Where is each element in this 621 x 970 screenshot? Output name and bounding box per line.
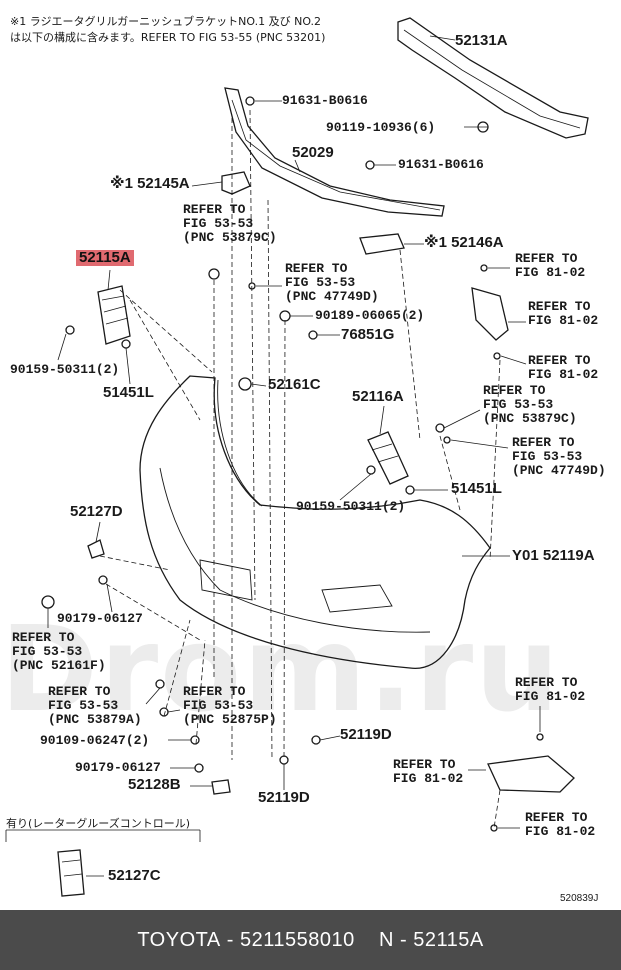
label-90159-50311-b[interactable]: 90159-50311(2) (296, 499, 406, 514)
option-label: 有り(レーターグルーズコントロール) (6, 817, 191, 830)
diagram-drawing (5, 17, 589, 897)
label-52116a[interactable]: 52116A (352, 388, 404, 405)
label-52119d-a[interactable]: 52119D (340, 726, 392, 743)
label-52119d-b[interactable]: 52119D (258, 789, 310, 806)
footer-part-number[interactable]: 5211558010 (240, 928, 355, 951)
label-52029[interactable]: 52029 (292, 144, 334, 161)
bracket-52145a-shape (221, 171, 251, 195)
footer-bar: TOYOTA - 5211558010 N - 52115A (0, 910, 621, 970)
label-ref-53879a[interactable]: REFER TO FIG 53-53 (PNC 53879A) (48, 684, 142, 727)
label-76851g[interactable]: 76851G (341, 326, 395, 343)
label-ref-81-02-e[interactable]: REFER TO FIG 81-02 (393, 757, 464, 786)
header-note: ※1 ラジエータグリルガーニッシュブラケットNO.1 及び NO.2 は以下の構… (10, 14, 325, 46)
header-note-line1: ※1 ラジエータグリルガーニッシュブラケットNO.1 及び NO.2 (10, 15, 322, 28)
bracket-52146a-shape (359, 233, 405, 255)
fastener-52116-b (443, 436, 451, 444)
bracket-52115a-shape (97, 285, 131, 345)
label-90179-06127-a[interactable]: 90179-06127 (57, 611, 143, 626)
label-ref-52161f[interactable]: REFER TO FIG 53-53 (PNC 52161F) (12, 630, 106, 673)
label-ref-81-02-f[interactable]: REFER TO FIG 81-02 (525, 810, 596, 839)
fastener-52119d-a (311, 735, 321, 745)
label-y01-52119a[interactable]: Y01 52119A (512, 547, 595, 564)
fastener-90159-a (65, 325, 75, 335)
footer-brand: TOYOTA (137, 928, 221, 951)
part-52128b-shape (211, 779, 231, 795)
label-91631-b0616-a[interactable]: 91631-B0616 (282, 93, 368, 108)
label-ref-53879c-b[interactable]: REFER TO FIG 53-53 (PNC 53879C) (483, 383, 577, 426)
label-51451l-a[interactable]: 51451L (103, 384, 154, 401)
label-91631-b0616-b[interactable]: 91631-B0616 (398, 157, 484, 172)
fog-lamp-upper-shape (471, 287, 509, 341)
fastener-90109 (190, 735, 200, 745)
fastener-lower-lamp-b (490, 824, 498, 832)
fastener-90159-b (366, 465, 376, 475)
fastener-90179-b (194, 763, 204, 773)
retainer-52029-shape (224, 87, 445, 217)
footer-separator: - (220, 928, 240, 951)
fastener-lower-lamp-a (536, 733, 544, 741)
label-ref-81-02-b[interactable]: REFER TO FIG 81-02 (528, 299, 599, 328)
label-52115a[interactable]: 52115A (76, 250, 134, 266)
fastener-90189 (279, 310, 291, 322)
label-ref-81-02-d[interactable]: REFER TO FIG 81-02 (515, 675, 586, 704)
part-52127c-shape (57, 849, 85, 897)
part-52127d-shape (87, 539, 105, 559)
fastener-76851g (308, 330, 318, 340)
fastener-90179-a (98, 575, 108, 585)
label-51451l-b[interactable]: 51451L (451, 480, 502, 497)
fastener-52116-a (435, 423, 445, 433)
label-90119-10936[interactable]: 90119-10936(6) (326, 120, 436, 135)
label-52127c[interactable]: 52127C (108, 867, 161, 884)
fastener-91631-b (365, 160, 375, 170)
fastener-51451l-a (121, 339, 131, 349)
label-ref-53879c-a[interactable]: REFER TO FIG 53-53 (PNC 53879C) (183, 202, 277, 245)
reinforcement-52131a-shape (397, 17, 589, 139)
label-90189-06065[interactable]: 90189-06065(2) (315, 308, 425, 323)
fastener-53879a (155, 679, 165, 689)
label-ref-47749d-b[interactable]: REFER TO FIG 53-53 (PNC 47749D) (512, 435, 606, 478)
bumper-cover-52119a-shape (139, 375, 491, 669)
fog-lamp-lower-shape (487, 755, 575, 793)
label-52127d[interactable]: 52127D (70, 503, 123, 520)
label-ref-81-02-a[interactable]: REFER TO FIG 81-02 (515, 251, 586, 280)
label-ref-81-02-c[interactable]: REFER TO FIG 81-02 (528, 353, 599, 382)
label-52128b[interactable]: 52128B (128, 776, 181, 793)
drawing-number: 520839J (560, 893, 599, 904)
label-52131a[interactable]: 52131A (455, 32, 508, 49)
footer-gap (355, 929, 379, 952)
fastener-52161c (238, 377, 252, 391)
fastener-52161f (41, 595, 55, 609)
fastener-upper-lamp-a (480, 264, 488, 272)
label-90109-06247[interactable]: 90109-06247(2) (40, 733, 150, 748)
fastener-91631-a (245, 96, 255, 106)
label-52145a[interactable]: ※1 52145A (110, 175, 190, 192)
label-52161c[interactable]: 52161C (268, 376, 321, 393)
fastener-upper-lamp-b (493, 352, 501, 360)
fastener-51451l-b (405, 485, 415, 495)
bracket-52116a-shape (367, 431, 409, 485)
fastener-clip-a (208, 268, 220, 280)
header-note-line2: は以下の構成に含みます。REFER TO FIG 53-55 (PNC 5320… (10, 31, 326, 44)
label-ref-47749d-a[interactable]: REFER TO FIG 53-53 (PNC 47749D) (285, 261, 379, 304)
footer-pnc: N - 52115A (378, 928, 484, 951)
label-ref-52875p[interactable]: REFER TO FIG 53-53 (PNC 52875P) (183, 684, 277, 727)
label-90179-06127-b[interactable]: 90179-06127 (75, 760, 161, 775)
label-52146a[interactable]: ※1 52146A (424, 234, 504, 251)
label-90159-50311-a[interactable]: 90159-50311(2) (10, 362, 120, 377)
